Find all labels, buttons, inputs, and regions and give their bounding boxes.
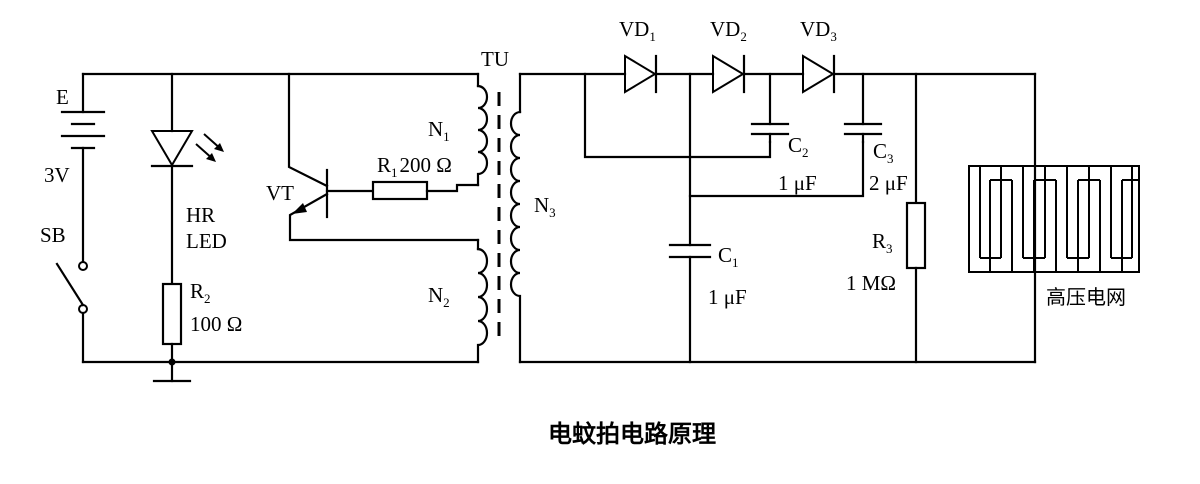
r2-value: 100 Ω	[190, 312, 242, 336]
diode-vd1	[624, 54, 658, 94]
battery-label: E	[56, 85, 69, 109]
r2-name: R2	[190, 279, 211, 306]
n3-label: N3	[534, 193, 556, 220]
vd1-label: VD1	[619, 17, 656, 44]
battery-voltage-label: 3V	[44, 163, 70, 187]
ground-symbol	[152, 358, 192, 383]
diagram-caption: 电蚊拍电路原理	[548, 420, 716, 448]
capacitor-c3	[843, 72, 883, 144]
r1-label: R1200 Ω	[377, 153, 452, 180]
battery-e	[60, 72, 106, 264]
diode-vd2	[712, 54, 746, 94]
winding-n1	[476, 72, 489, 187]
grid-label: 高压电网	[1046, 285, 1126, 309]
resistor-r1	[371, 180, 480, 201]
c3-return-wire	[688, 140, 865, 198]
r3-name: R3	[872, 229, 893, 256]
c3-name: C3	[873, 139, 894, 166]
led-name-1: HR	[186, 203, 215, 227]
resistor-r3	[905, 72, 927, 364]
vd1-bypass-wire	[583, 72, 772, 159]
led-hr	[150, 72, 224, 286]
diode-vd3	[802, 54, 836, 94]
winding-n3	[509, 72, 522, 364]
c2-value: 1 μF	[778, 171, 817, 195]
c3-value: 2 μF	[869, 171, 908, 195]
c2-name: C2	[788, 133, 809, 160]
winding-n2	[476, 238, 489, 364]
c1-value: 1 μF	[708, 285, 747, 309]
vd3-label: VD3	[800, 17, 837, 44]
switch-sb	[55, 261, 88, 364]
switch-label: SB	[40, 223, 66, 247]
c1-name: C1	[718, 243, 739, 270]
capacitor-c2	[750, 72, 790, 144]
resistor-r2	[161, 282, 183, 364]
transistor-vt	[287, 72, 480, 242]
led-name-2: LED	[186, 229, 227, 253]
transformer-label: TU	[481, 47, 509, 71]
capacitor-c1	[668, 243, 712, 364]
high-voltage-grid	[968, 165, 1140, 273]
vd2-label: VD2	[710, 17, 747, 44]
n1-label: N1	[428, 117, 450, 144]
n2-label: N2	[428, 283, 450, 310]
transistor-label: VT	[266, 181, 294, 205]
r3-value: 1 MΩ	[846, 271, 896, 295]
